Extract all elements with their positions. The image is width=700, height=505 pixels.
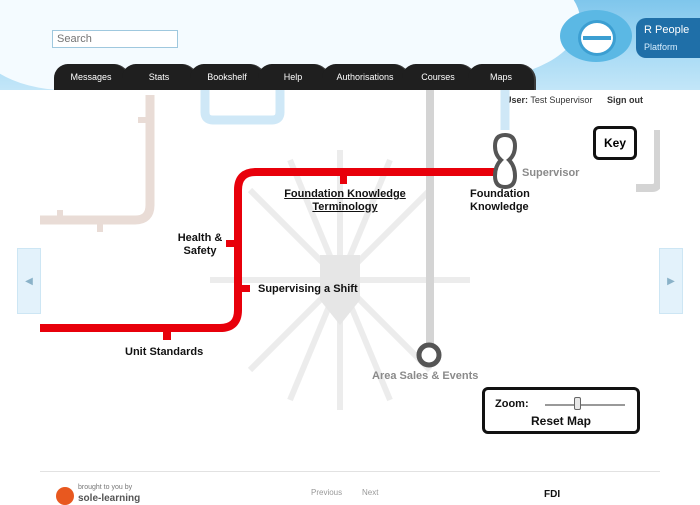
pan-left-arrow[interactable]: ◀ bbox=[17, 248, 41, 314]
station-unit-standards[interactable]: Unit Standards bbox=[125, 346, 204, 358]
brand-subtitle: Platform bbox=[644, 42, 678, 52]
underground-roundel-icon bbox=[578, 20, 616, 56]
next-link[interactable]: Next bbox=[362, 488, 379, 497]
tab-label: Bookshelf bbox=[207, 72, 247, 82]
key-button[interactable]: Key bbox=[593, 126, 637, 160]
tube-map-lines bbox=[40, 90, 660, 410]
station-foundation-knowledge[interactable]: Foundation Knowledge bbox=[470, 188, 530, 213]
tab-label: Stats bbox=[148, 72, 170, 82]
tab-messages[interactable]: Messages bbox=[54, 64, 128, 90]
zoom-slider-thumb[interactable] bbox=[574, 397, 581, 410]
station-supervising-shift[interactable]: Supervising a Shift bbox=[258, 283, 358, 295]
area-sales-station-icon[interactable] bbox=[416, 342, 442, 368]
company-name: sole-learning bbox=[78, 493, 141, 504]
search-input[interactable] bbox=[52, 30, 178, 48]
key-label: Key bbox=[603, 136, 626, 150]
tan-line bbox=[40, 95, 155, 232]
sign-out-link[interactable]: Sign out bbox=[607, 95, 643, 105]
tab-label: Maps bbox=[489, 72, 512, 82]
user-name: Test Supervisor bbox=[530, 95, 593, 105]
previous-link[interactable]: Previous bbox=[311, 488, 343, 497]
user-label: User: bbox=[505, 95, 529, 105]
tab-stats[interactable]: Stats bbox=[122, 64, 196, 90]
tube-map[interactable] bbox=[40, 90, 660, 460]
footer-divider bbox=[40, 471, 660, 472]
blue-line bbox=[200, 90, 510, 130]
reset-map-button[interactable]: Reset Map bbox=[530, 414, 592, 428]
station-area-sales[interactable]: Area Sales & Events bbox=[372, 370, 479, 382]
tab-label: Authorisations bbox=[336, 72, 394, 82]
zoom-slider-track[interactable] bbox=[545, 404, 625, 406]
main-nav: Messages Stats Bookshelf Help Authorisat… bbox=[54, 64, 534, 90]
tab-label: Courses bbox=[421, 72, 455, 82]
user-info: User: Test Supervisor bbox=[505, 95, 592, 105]
partner-logo: FDI bbox=[544, 489, 561, 500]
zoom-label: Zoom: bbox=[495, 398, 529, 410]
pan-right-arrow[interactable]: ▶ bbox=[659, 248, 683, 314]
red-line bbox=[40, 168, 505, 340]
station-health-safety[interactable]: Health & Safety bbox=[177, 232, 223, 257]
brand-badge bbox=[636, 18, 700, 58]
tab-maps[interactable]: Maps bbox=[468, 64, 534, 90]
tab-label: Messages bbox=[70, 72, 112, 82]
station-foundation-terminology[interactable]: Foundation Knowledge Terminology bbox=[284, 188, 406, 213]
zoom-panel: Zoom: Reset Map bbox=[482, 387, 640, 434]
tab-authorisations[interactable]: Authorisations bbox=[322, 64, 408, 90]
tab-courses[interactable]: Courses bbox=[402, 64, 474, 90]
station-supervisor[interactable]: Supervisor bbox=[522, 167, 580, 179]
tab-bookshelf[interactable]: Bookshelf bbox=[190, 64, 264, 90]
tab-label: Help bbox=[283, 72, 303, 82]
brand-name: R People bbox=[644, 24, 690, 36]
grey-line bbox=[426, 90, 660, 345]
tab-help[interactable]: Help bbox=[258, 64, 328, 90]
supervisor-interchange-icon[interactable] bbox=[492, 132, 518, 190]
sole-learning-logo-icon bbox=[56, 487, 74, 505]
brought-by-text: brought to you by bbox=[78, 484, 133, 491]
